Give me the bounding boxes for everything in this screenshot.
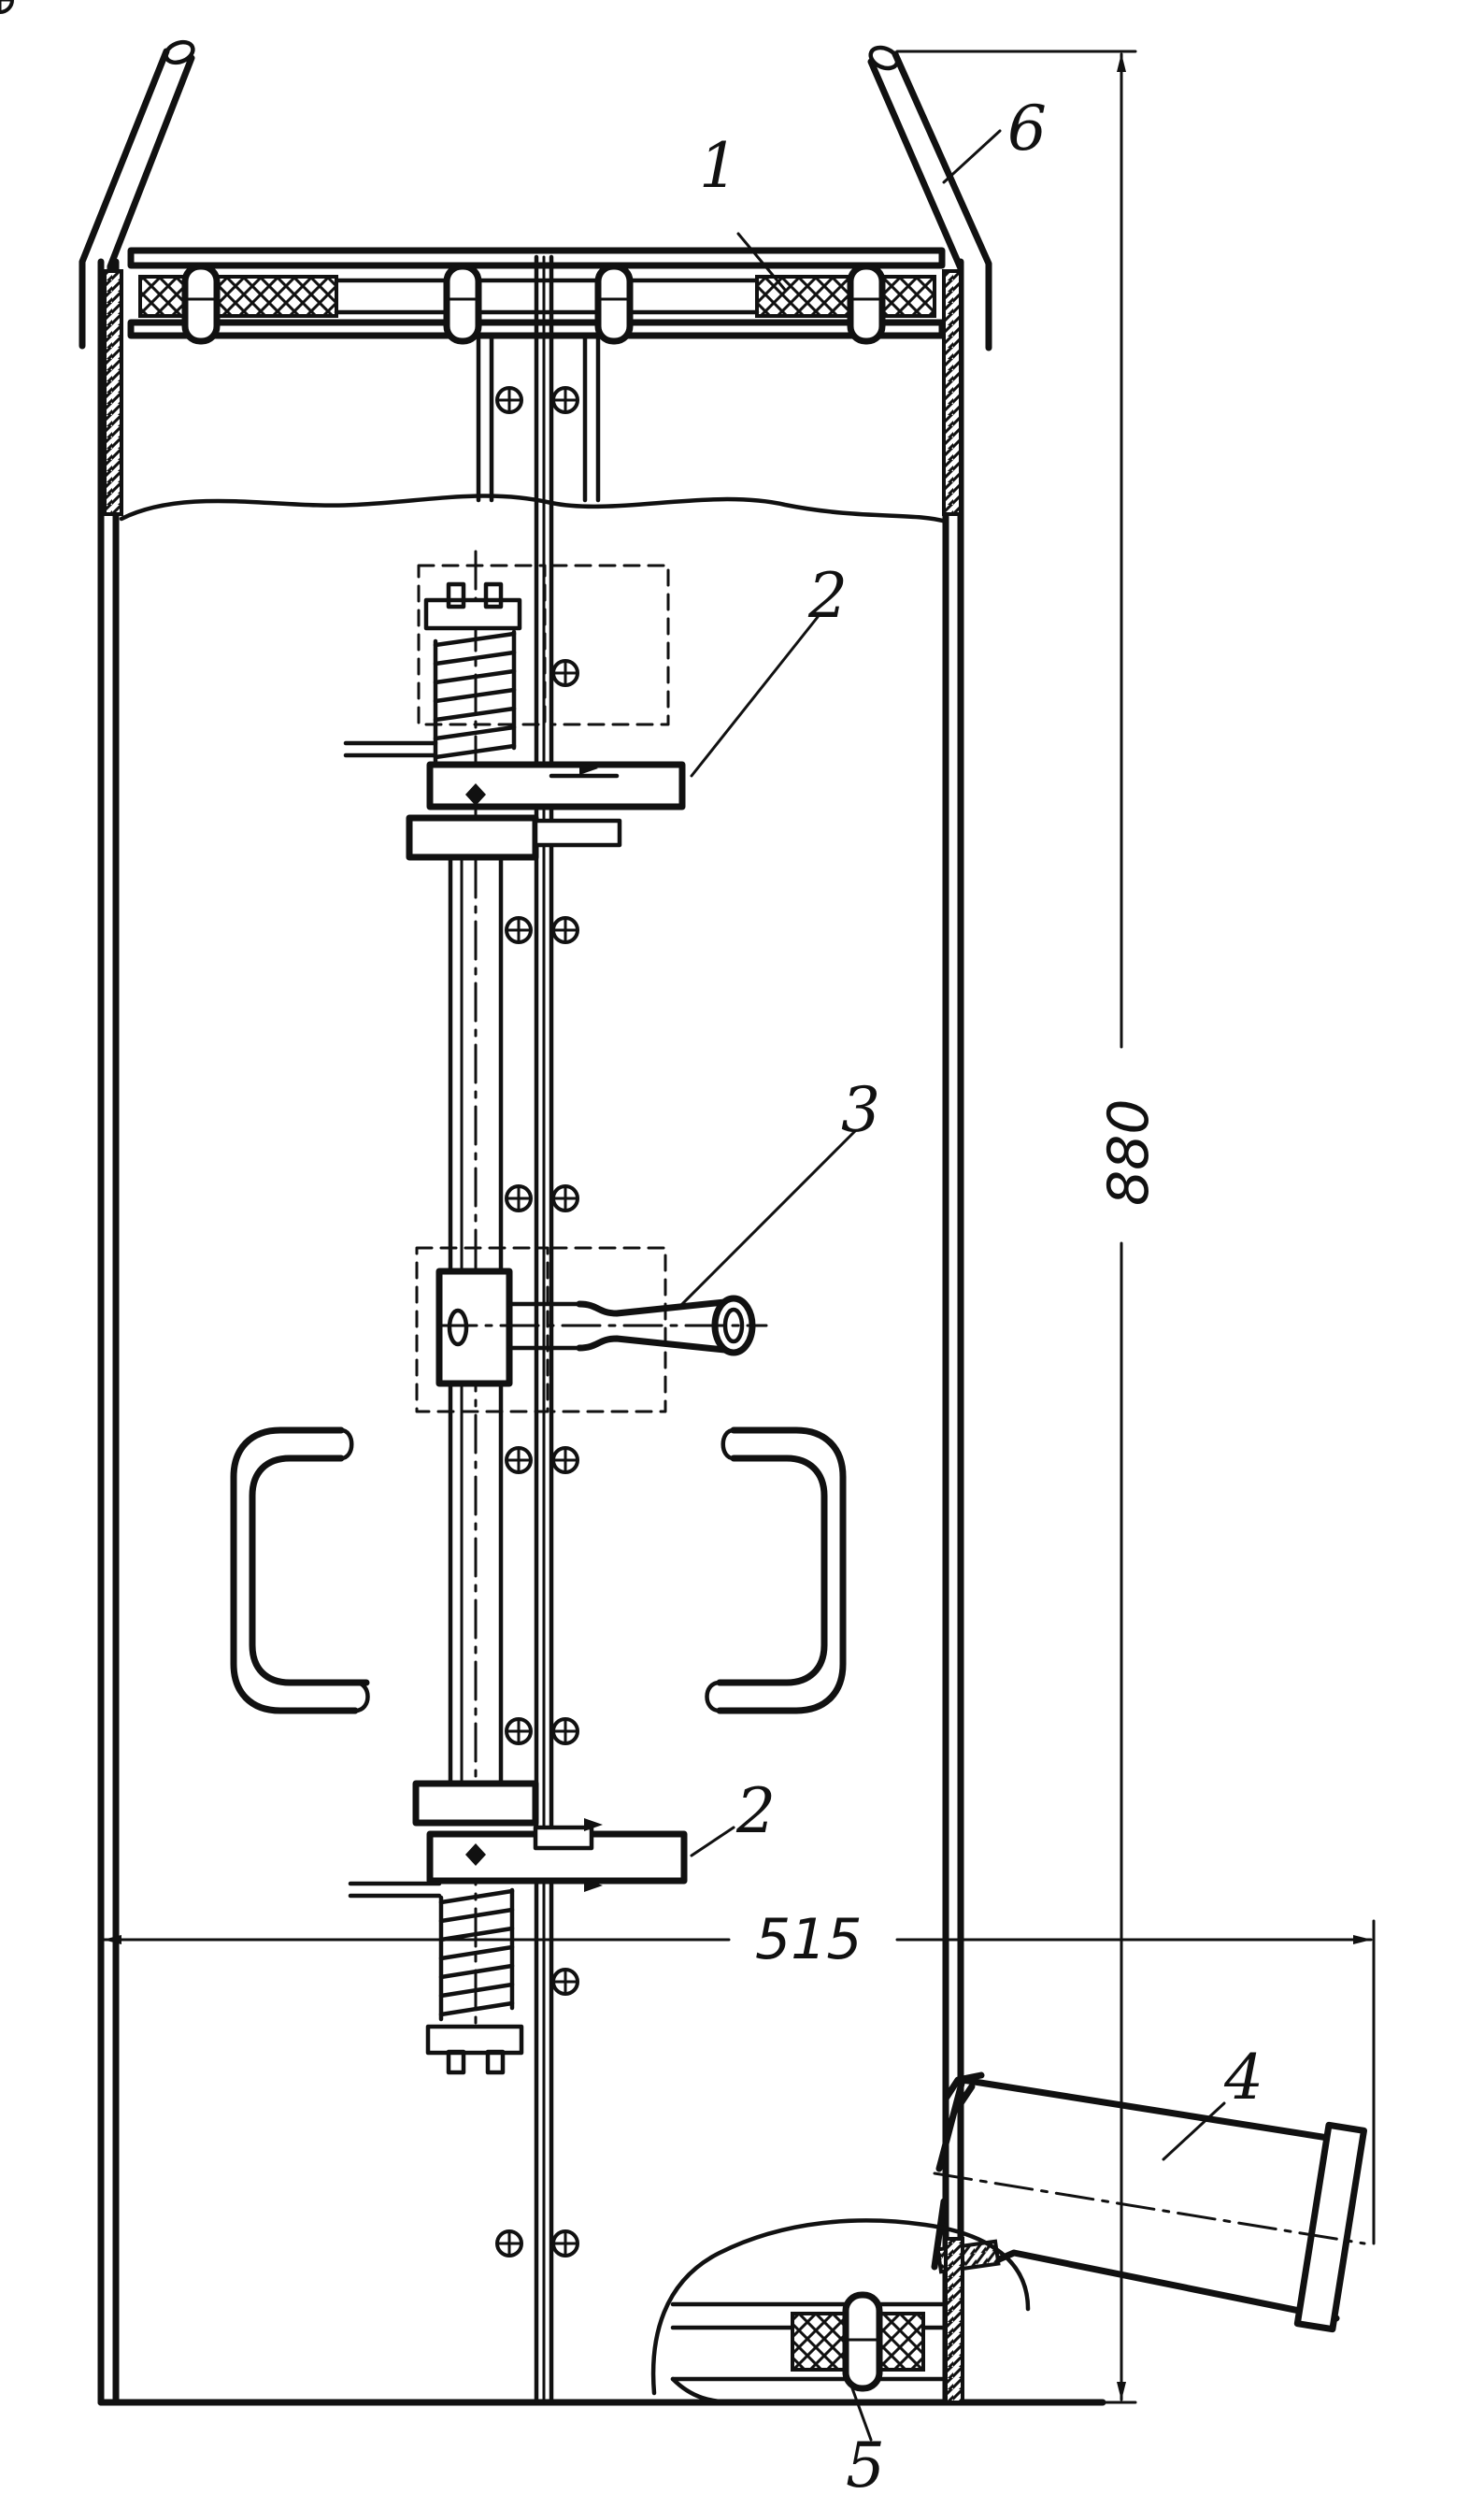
- label-4: 4: [1162, 2042, 1263, 2161]
- dimension-width: 515: [102, 1907, 1376, 2245]
- label-6: 6: [942, 93, 1047, 184]
- side-handle-right: [705, 1426, 847, 1714]
- bottom-cutaway: [650, 2218, 1031, 2405]
- label-5-text: 5: [846, 2430, 885, 2494]
- label-2-upper-text: 2: [807, 560, 848, 632]
- label-5: 5: [846, 2386, 885, 2494]
- dimension-height-label: 880: [1096, 1098, 1162, 1206]
- rivets: [0, 0, 578, 2256]
- outlet-pipe: [931, 2071, 1368, 2404]
- label-1: 1: [699, 130, 787, 292]
- center-lever: [415, 1246, 768, 1413]
- dimension-height: 880: [895, 50, 1162, 2404]
- upper-spring-assembly: [343, 564, 686, 861]
- lower-spring-assembly: [348, 1780, 688, 2075]
- label-3-text: 3: [841, 1074, 880, 1146]
- label-6-text: 6: [1007, 93, 1047, 165]
- label-3: 3: [676, 1074, 880, 1311]
- dimension-width-label: 515: [755, 1907, 863, 1972]
- side-handle-left: [230, 1426, 370, 1714]
- label-2-lower: 2: [690, 1775, 776, 1857]
- label-1-text: 1: [699, 130, 738, 202]
- vessel-body: [97, 258, 1106, 2406]
- label-2-upper: 2: [690, 560, 848, 778]
- label-2-lower-text: 2: [735, 1775, 776, 1847]
- label-4-text: 4: [1223, 2042, 1263, 2114]
